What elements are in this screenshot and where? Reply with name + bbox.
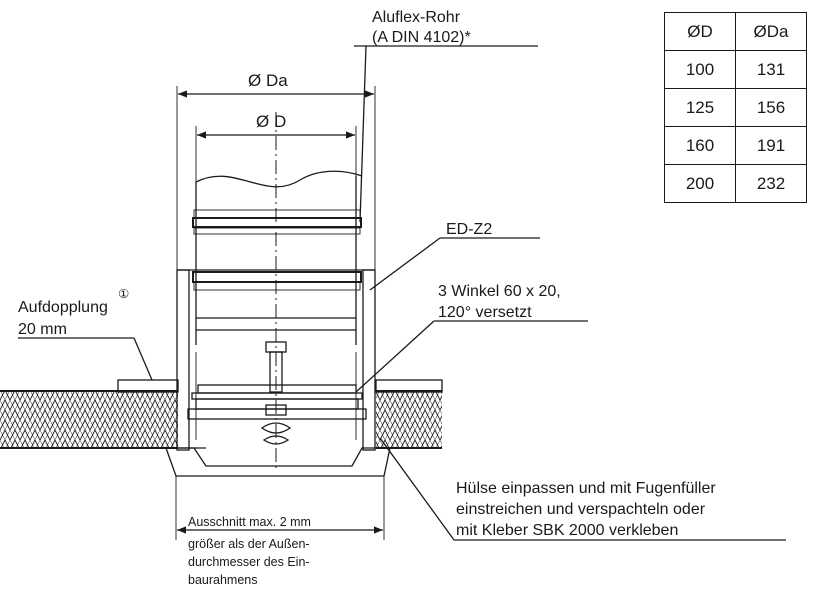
- cell-da: 191: [735, 126, 807, 165]
- inner-diameter-label: Ø D: [256, 112, 286, 131]
- ed-z2-label: ED-Z2: [446, 221, 492, 238]
- dimension-inner-diameter: [195, 126, 357, 182]
- sleeve-label-line2: einstreichen und verspachteln oder: [456, 501, 706, 518]
- cell-da: 156: [735, 88, 807, 127]
- doubling-label-line1: Aufdopplung: [18, 299, 108, 316]
- aluflex-pipe: [192, 170, 363, 345]
- outer-diameter-label: Ø Da: [248, 71, 288, 90]
- insulation-right: [376, 390, 442, 449]
- cutout-label-line1: Ausschnitt max. 2 mm: [188, 515, 311, 529]
- cutout-label-line3: durchmesser des Ein-: [188, 555, 310, 569]
- cell-da: 131: [735, 50, 807, 89]
- leader-sleeve: [379, 437, 786, 541]
- leader-ed-z2: [369, 237, 540, 291]
- table-row: 200 232: [664, 164, 807, 203]
- cell-d: 125: [664, 88, 736, 127]
- table-row: 160 191: [664, 126, 807, 165]
- table-row: 125 156: [664, 88, 807, 127]
- insulation-left: [0, 390, 178, 449]
- header-d: ØD: [664, 12, 736, 51]
- leader-aluflex: [354, 45, 538, 223]
- aluflex-label-line1: Aluflex-Rohr: [372, 9, 461, 26]
- sleeve-wall-left: [176, 269, 190, 451]
- cell-d: 200: [664, 164, 736, 203]
- mounting-frame: [187, 341, 367, 445]
- doubling-label-line2: 20 mm: [18, 321, 67, 338]
- doubling-board-left: [117, 379, 179, 393]
- base-plate: [165, 447, 391, 477]
- cutout-label-line4: baurahmens: [188, 573, 258, 587]
- diameter-table: ØD ØDa 100 131 125 156 160 191 200 232: [664, 12, 807, 203]
- angles-label-line1: 3 Winkel 60 x 20,: [438, 283, 561, 300]
- dimension-cutout: [175, 476, 385, 540]
- table-row: 100 131: [664, 50, 807, 89]
- sleeve-label-line1: Hülse einpassen und mit Fugenfüller: [456, 480, 716, 497]
- sleeve-wall-right: [362, 269, 376, 451]
- sleeve-label-line3: mit Kleber SBK 2000 verkleben: [456, 522, 678, 539]
- aluflex-label-line2: (A DIN 4102)*: [372, 29, 471, 46]
- table-header-row: ØD ØDa: [664, 12, 807, 51]
- header-da: ØDa: [735, 12, 807, 51]
- cell-da: 232: [735, 164, 807, 203]
- doubling-board-right: [375, 379, 443, 393]
- cell-d: 100: [664, 50, 736, 89]
- angles-label-line2: 120° versetzt: [438, 304, 532, 321]
- cell-d: 160: [664, 126, 736, 165]
- dimension-outer-diameter: [176, 86, 376, 270]
- cutout-label-line2: größer als der Außen-: [188, 537, 310, 551]
- leader-doubling: [18, 337, 153, 381]
- leader-angles: [355, 320, 588, 393]
- doubling-marker: ①: [118, 287, 129, 301]
